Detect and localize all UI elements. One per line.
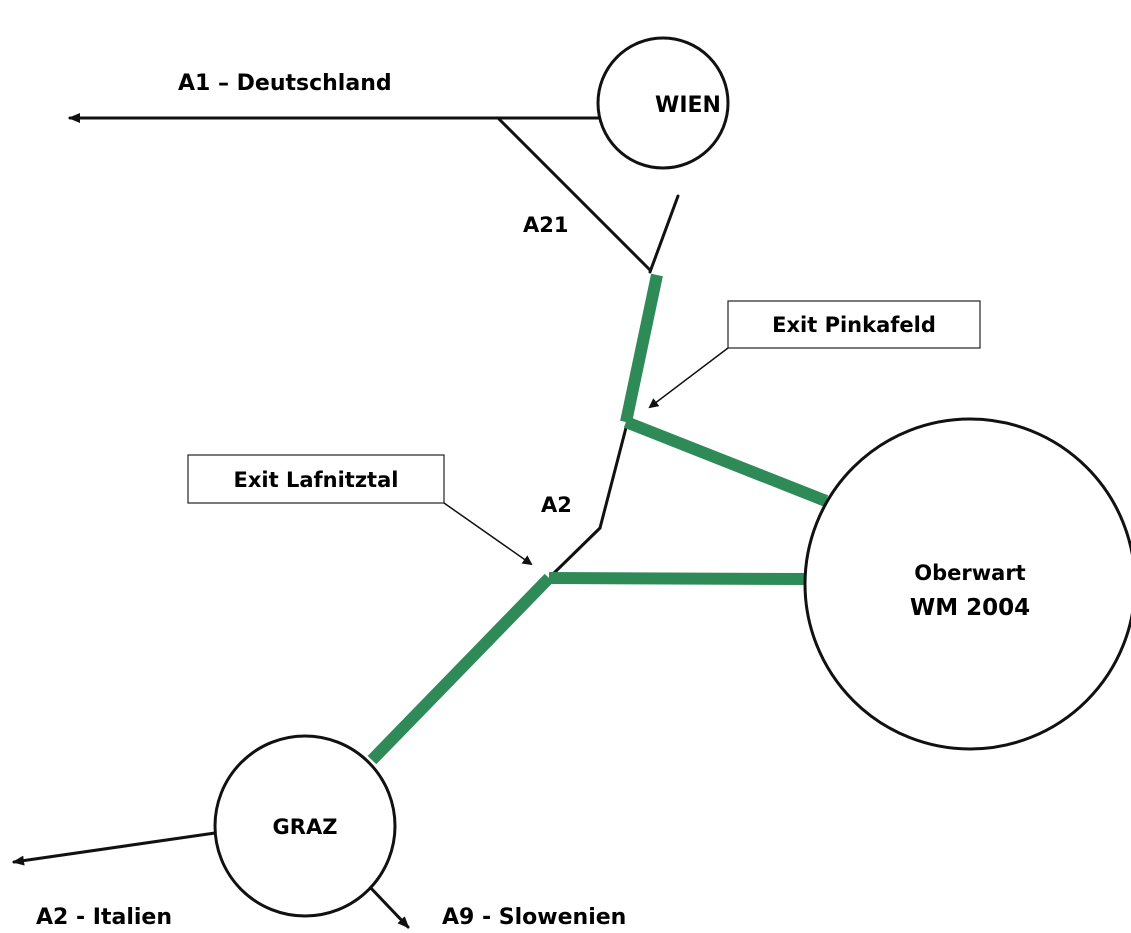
oberwart-circle: [803, 417, 1131, 751]
wien-circle: [596, 36, 730, 170]
wien-label: WIEN: [655, 93, 721, 118]
a9-slowenien-road: [366, 883, 410, 929]
a9-slowenien-label: A9 - Slowenien: [442, 905, 626, 930]
graz-circle: [213, 734, 397, 918]
a2-road-middle: [598, 418, 630, 530]
oberwart-label-line2: WM 2004: [910, 595, 1030, 621]
route-pinkafeld-oberwart: [623, 416, 829, 507]
a2-road-north: [648, 194, 680, 274]
exit-lafnitztal-box: [187, 454, 445, 504]
a21-label: A21: [523, 213, 568, 237]
exit-lafnitztal-pointer: [443, 502, 533, 566]
exit-pinkafeld-pointer: [648, 347, 729, 409]
a21-road: [496, 116, 652, 272]
route-a2-segment: [620, 273, 663, 424]
exit-pinkafeld-label: Exit Pinkafeld: [772, 313, 936, 337]
exit-pinkafeld-box: [727, 300, 981, 349]
exit-lafnitztal-label: Exit Lafnitztal: [234, 468, 399, 492]
a2-road-south: [551, 526, 602, 576]
a1-deutschland-label: A1 – Deutschland: [178, 71, 392, 96]
oberwart-label-line1: Oberwart: [914, 561, 1025, 585]
route-graz-lafnitztal: [367, 573, 554, 765]
a2-italien-road: [12, 831, 217, 866]
a2-italien-label: A2 - Italien: [36, 905, 172, 930]
route-lafnitztal-oberwart: [548, 572, 807, 585]
graz-label: GRAZ: [273, 815, 338, 839]
a2-label: A2: [541, 493, 572, 517]
